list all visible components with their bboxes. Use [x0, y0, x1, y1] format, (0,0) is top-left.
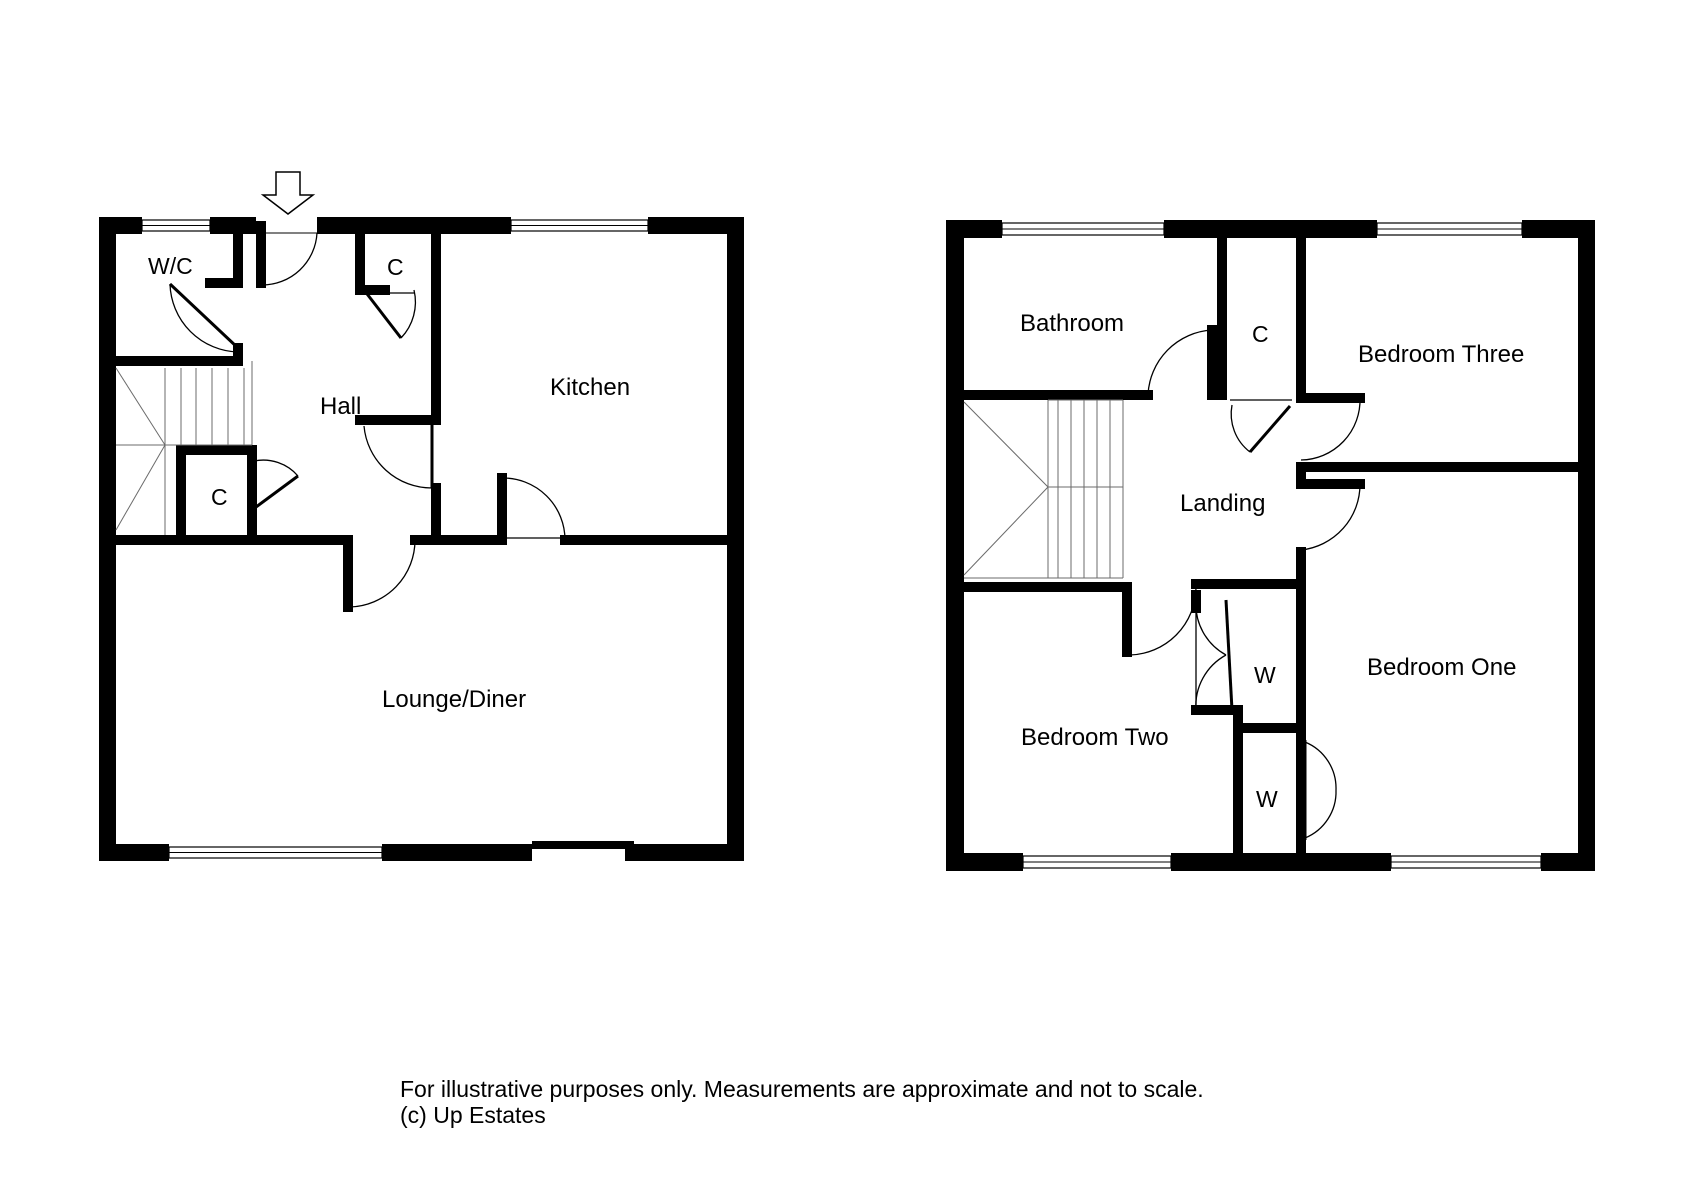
door-bedroom-two: [1128, 587, 1197, 656]
door-wc: [168, 282, 240, 353]
door-cupboard-top: [362, 289, 417, 339]
room-label-kitchen: Kitchen: [550, 374, 630, 401]
door-wardrobe-2: [1303, 740, 1337, 840]
staircase-first: [963, 399, 1124, 579]
room-label-wc: W/C: [148, 253, 193, 279]
entrance-arrow-icon: [260, 171, 316, 215]
window-kitchen: [510, 219, 649, 232]
room-label-bedroom-one: Bedroom One: [1367, 654, 1516, 681]
room-label-bathroom: Bathroom: [1020, 310, 1124, 337]
disclaimer-line-1: For illustrative purposes only. Measurem…: [400, 1076, 1204, 1102]
door-cupboard-ff: [1230, 399, 1292, 453]
door-bedroom-one: [1300, 482, 1361, 551]
door-bathroom: [1147, 329, 1214, 398]
door-cupboard-under: [251, 459, 299, 512]
door-kitchen-lounge: [500, 477, 566, 541]
room-label-wardrobe-2: W: [1256, 786, 1278, 812]
window-wc: [141, 219, 211, 232]
door-wardrobe-1: [1195, 599, 1234, 711]
door-hall-kitchen: [363, 420, 434, 489]
disclaimer-line-2: (c) Up Estates: [400, 1102, 546, 1128]
window-lounge: [168, 846, 383, 859]
room-label-bedroom-two: Bedroom Two: [1021, 724, 1169, 751]
room-label-cupboard-top: C: [387, 254, 404, 280]
room-label-cupboard-ff: C: [1252, 321, 1269, 347]
room-label-lounge: Lounge/Diner: [382, 686, 526, 713]
outer-wall-left-ff: [946, 220, 964, 871]
first-floor-plan: Bathroom C Bedroom Three Landing Bedroom…: [946, 220, 1595, 871]
door-hall-lounge: [348, 539, 416, 608]
room-label-cupboard-under: C: [211, 484, 228, 510]
door-front: [260, 232, 318, 286]
staircase-ground: [115, 361, 253, 535]
window-bedroom-three: [1376, 222, 1523, 236]
window-bedroom-one: [1390, 855, 1542, 869]
door-bedroom-three: [1300, 396, 1361, 461]
window-bathroom: [1001, 222, 1165, 236]
room-label-landing: Landing: [1180, 490, 1265, 517]
disclaimer: For illustrative purposes only. Measurem…: [400, 1076, 1204, 1128]
room-label-hall: Hall: [320, 393, 361, 420]
room-label-wardrobe-1: W: [1254, 662, 1276, 688]
ground-floor-plan: W/C C Hall Kitchen C Lounge/Diner: [99, 171, 744, 861]
room-label-bedroom-three: Bedroom Three: [1358, 341, 1524, 368]
window-bedroom-two: [1022, 855, 1172, 869]
outer-wall-left: [99, 217, 116, 861]
outer-wall-right-ff: [1578, 220, 1595, 871]
